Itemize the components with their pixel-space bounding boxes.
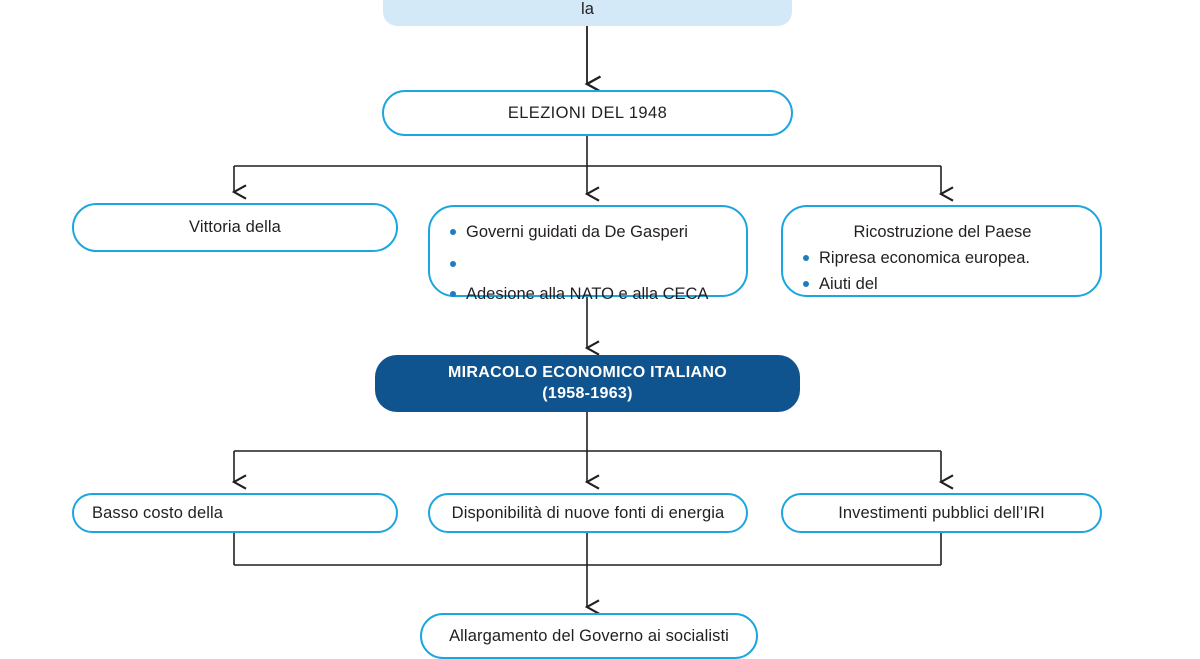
ricostruzione-bullet-item: Ripresa economica europea. (799, 247, 1086, 269)
ricostruzione-title: Ricostruzione del Paese (853, 223, 1032, 241)
flowchart-canvas: la ELEZIONI DEL 1948 Vittoria della Gove… (72, 0, 1102, 659)
ricostruzione-bullet-list: Ripresa economica europea. Aiuti del (799, 247, 1086, 296)
node-bottom-partial[interactable]: Allargamento del Governo ai socialisti (420, 613, 758, 659)
node-top-partial[interactable]: la (383, 0, 792, 26)
governi-bullet-item: Adesione alla NATO e alla CECA (446, 283, 732, 305)
ricostruzione-bullet-item: Aiuti del (799, 273, 1086, 295)
node-basso-costo[interactable]: Basso costo della (72, 493, 398, 533)
node-miracolo-line1: MIRACOLO ECONOMICO ITALIANO (448, 363, 727, 381)
connector-merge-to-bottom (233, 533, 942, 615)
node-miracolo-line2: (1958-1963) (542, 384, 633, 402)
node-ricostruzione[interactable]: Ricostruzione del Paese Ripresa economic… (781, 205, 1102, 297)
node-investimenti-iri[interactable]: Investimenti pubblici dell’IRI (781, 493, 1102, 533)
node-top-partial-label: la (580, 0, 595, 19)
governi-bullet-list: Governi guidati da De Gasperi Adesione a… (446, 221, 732, 306)
node-bottom-partial-label: Allargamento del Governo ai socialisti (449, 626, 729, 645)
node-basso-costo-label: Basso costo della (92, 503, 224, 522)
node-elections[interactable]: ELEZIONI DEL 1948 (382, 90, 793, 136)
connector-miracle-branch (231, 412, 954, 490)
governi-bullet-item: Governi guidati da De Gasperi (446, 221, 732, 243)
connector-elections-branch (231, 136, 954, 202)
governi-bullet-item-empty (446, 253, 732, 273)
node-miracolo-economico[interactable]: MIRACOLO ECONOMICO ITALIANO (1958-1963) (375, 355, 800, 412)
node-vittoria[interactable]: Vittoria della (72, 203, 398, 252)
node-disponibilita-energia-label: Disponibilità di nuove fonti di energia (451, 503, 725, 522)
node-disponibilita-energia[interactable]: Disponibilità di nuove fonti di energia (428, 493, 748, 533)
node-investimenti-iri-label: Investimenti pubblici dell’IRI (838, 503, 1045, 522)
node-elections-label: ELEZIONI DEL 1948 (507, 103, 668, 122)
node-governi-bullets[interactable]: Governi guidati da De Gasperi Adesione a… (428, 205, 748, 303)
node-vittoria-label: Vittoria della (189, 218, 281, 237)
